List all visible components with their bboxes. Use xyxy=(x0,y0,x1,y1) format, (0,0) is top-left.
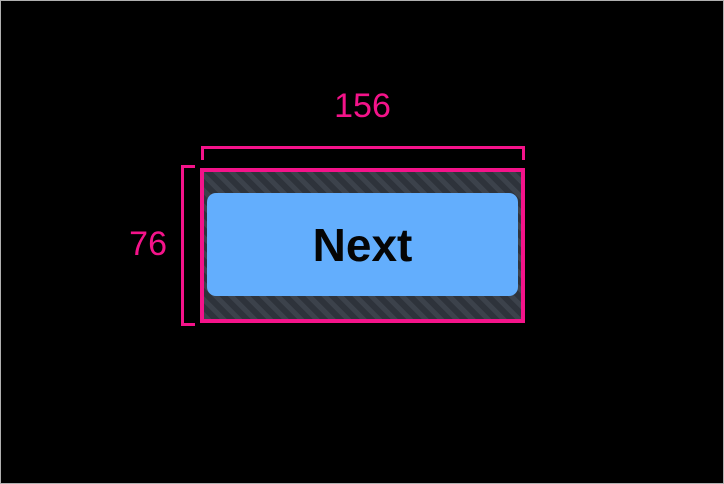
height-dimension-tick-start xyxy=(181,165,195,168)
height-dimension-tick-end xyxy=(181,323,195,326)
measured-element-highlight: Next xyxy=(200,168,525,323)
width-dimension-rule xyxy=(201,146,525,149)
width-dimension-bracket xyxy=(201,146,525,160)
width-dimension-label: 156 xyxy=(334,87,391,125)
next-button-label: Next xyxy=(312,218,413,271)
height-dimension-bracket xyxy=(181,165,195,326)
width-dimension-tick-start xyxy=(201,146,204,160)
height-dimension-rule xyxy=(181,165,184,326)
height-dimension-label: 76 xyxy=(129,225,167,263)
next-button[interactable]: Next xyxy=(207,193,518,296)
width-dimension-tick-end xyxy=(522,146,525,160)
